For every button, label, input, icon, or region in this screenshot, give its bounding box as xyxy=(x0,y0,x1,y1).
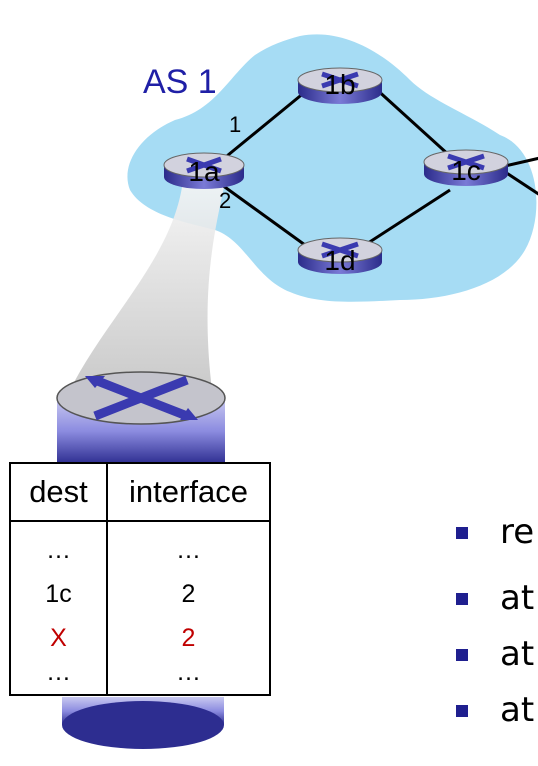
list-item: re xyxy=(456,512,538,570)
router-label-1c: 1c xyxy=(451,155,481,186)
router-1d: 1d xyxy=(297,237,383,276)
list-item: at xyxy=(456,634,538,692)
table-cell-interface-1: 2 xyxy=(181,580,196,608)
interface-label-2: 2 xyxy=(219,188,231,213)
router-1c: 1c xyxy=(423,149,509,186)
router-1a: 1a xyxy=(163,152,245,189)
router-1b: 1b xyxy=(297,67,383,104)
bullet-square-icon xyxy=(456,705,468,717)
as-cloud xyxy=(127,34,537,302)
table-cell-interface-2: 2 xyxy=(181,624,196,652)
forwarding-table: dest interface … 1c X … … 2 2 … xyxy=(9,462,271,696)
table-cell-interface-0: … xyxy=(176,536,201,564)
table-cell-dest-3: … xyxy=(46,658,71,686)
bullet-text: at xyxy=(500,690,535,730)
link-1b-1c xyxy=(373,86,452,158)
link-1a-1b xyxy=(221,90,306,162)
router-label-1a: 1a xyxy=(188,156,220,187)
router-label-1d: 1d xyxy=(324,245,355,276)
bullet-square-icon xyxy=(456,649,468,661)
column-header-interface: interface xyxy=(107,464,269,522)
link-1d-1c xyxy=(364,188,451,247)
bullet-text: re xyxy=(500,512,535,552)
link-1a-1d xyxy=(221,183,306,247)
column-header-dest: dest xyxy=(11,464,108,522)
bullet-text: at xyxy=(500,578,535,618)
table-cell-interface-3: … xyxy=(176,658,201,686)
router-arrows-icon xyxy=(321,71,359,89)
table-cell-dest-2: X xyxy=(50,624,67,652)
list-item: at xyxy=(456,690,538,748)
table-cell-dest-1: 1c xyxy=(45,580,72,608)
interface-column: … 2 2 … xyxy=(107,521,269,694)
zoom-beam xyxy=(70,187,224,390)
router-arrows-icon xyxy=(447,153,485,171)
dest-column: … 1c X … xyxy=(11,521,108,694)
zoomed-router-1a xyxy=(56,371,226,749)
router-arrows-icon xyxy=(321,241,359,259)
bullet-text: at xyxy=(500,634,535,674)
bullet-square-icon xyxy=(456,593,468,605)
router-arrows-icon xyxy=(93,375,189,421)
router-arrows-icon xyxy=(186,156,222,174)
bullet-square-icon xyxy=(456,527,468,539)
list-item: at xyxy=(456,578,538,636)
as-label: AS 1 xyxy=(143,63,217,101)
link-1c-out-2 xyxy=(504,170,538,196)
link-1c-out-1 xyxy=(504,156,538,168)
bullet-list: re at at at xyxy=(456,512,538,748)
interface-label-1: 1 xyxy=(229,112,241,137)
router-label-1b: 1b xyxy=(324,69,355,100)
table-cell-dest-0: … xyxy=(46,536,71,564)
